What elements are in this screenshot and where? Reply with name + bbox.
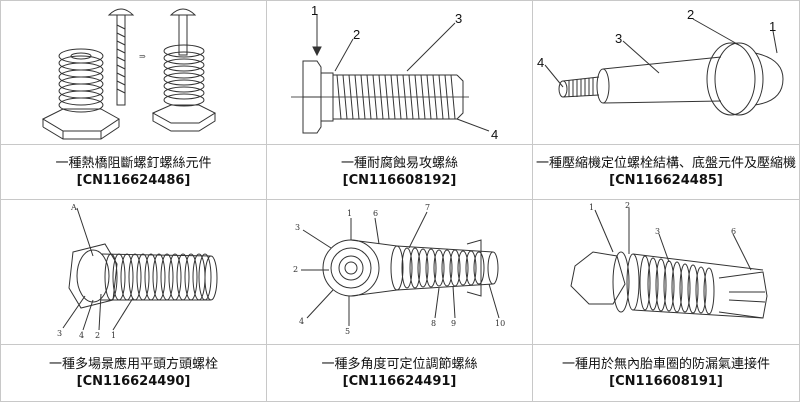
- patent-title-2: 一種耐腐蝕易攻螺絲: [341, 155, 458, 172]
- fig6-label-2: 2: [625, 201, 630, 210]
- patent-figure-1: ⇒: [1, 1, 267, 145]
- patent-number-2: [CN116608192]: [343, 172, 457, 189]
- bolt-drawing-5: 1 6 7 3 2 4 5 8 9 10: [267, 200, 533, 345]
- patent-number-5: [CN116624491]: [343, 373, 457, 390]
- fig3-label-1: 1: [769, 19, 776, 34]
- fig5-label-7: 7: [425, 203, 430, 212]
- patent-caption-3: 一種壓縮機定位螺栓結構、底盤元件及壓縮機 [CN116624485]: [533, 145, 799, 200]
- svg-text:⇒: ⇒: [139, 52, 146, 61]
- fig2-label-1: 1: [311, 3, 318, 18]
- fig4-label-3: 3: [57, 329, 62, 338]
- patent-caption-5: 一種多角度可定位調節螺絲 [CN116624491]: [267, 345, 533, 401]
- patent-caption-1: 一種熱橋阻斷螺釘螺絲元件 [CN116624486]: [1, 145, 267, 200]
- fig6-label-6: 6: [731, 227, 736, 236]
- fig5-label-4: 4: [299, 317, 304, 326]
- fig4-label-2: 2: [95, 331, 100, 340]
- patent-caption-2: 一種耐腐蝕易攻螺絲 [CN116608192]: [267, 145, 533, 200]
- patent-title-5: 一種多角度可定位調節螺絲: [321, 356, 477, 373]
- fig2-label-4: 4: [491, 127, 498, 142]
- fig5-label-8: 8: [431, 319, 436, 328]
- patent-number-4: [CN116624490]: [77, 373, 191, 390]
- fig5-label-1: 1: [347, 209, 352, 218]
- bolt-drawing-2: 1 2 3 4: [267, 1, 533, 145]
- patent-title-6: 一種用於無內胎車圈的防漏氣連接件: [562, 356, 770, 373]
- patent-title-1: 一種熱橋阻斷螺釘螺絲元件: [55, 155, 211, 172]
- fig3-label-2: 2: [687, 7, 694, 22]
- fig6-label-1: 1: [589, 203, 594, 212]
- patent-figure-5: 1 6 7 3 2 4 5 8 9 10: [267, 200, 533, 345]
- fig4-label-4: 4: [79, 331, 84, 340]
- patent-figure-6: 1 2 3 6: [533, 200, 799, 345]
- fig4-label-1: 1: [111, 331, 116, 340]
- fig4-label-a: A: [70, 203, 77, 212]
- fig5-label-6: 6: [373, 209, 378, 218]
- fig2-label-3: 3: [455, 11, 462, 26]
- patent-number-6: [CN116608191]: [609, 373, 723, 390]
- fig3-label-4: 4: [537, 55, 544, 70]
- bolt-drawing-1: ⇒: [1, 1, 267, 145]
- patent-figure-3: 2 3 4 1: [533, 1, 799, 145]
- fig6-label-3: 3: [655, 227, 660, 236]
- fig5-label-3: 3: [295, 223, 300, 232]
- patent-number-3: [CN116624485]: [609, 172, 723, 189]
- patent-figure-2: 1 2 3 4: [267, 1, 533, 145]
- patent-figure-4: A 3 4 2 1: [1, 200, 267, 345]
- patent-caption-4: 一種多場景應用平頭方頭螺栓 [CN116624490]: [1, 345, 267, 401]
- fig5-label-10: 10: [495, 319, 505, 328]
- fig5-label-9: 9: [451, 319, 456, 328]
- patent-caption-6: 一種用於無內胎車圈的防漏氣連接件 [CN116608191]: [533, 345, 799, 401]
- fig5-label-2: 2: [293, 265, 298, 274]
- patent-title-3: 一種壓縮機定位螺栓結構、底盤元件及壓縮機: [536, 155, 796, 172]
- bolt-drawing-6: 1 2 3 6: [533, 200, 799, 345]
- fig2-label-2: 2: [353, 27, 360, 42]
- patent-number-1: [CN116624486]: [77, 172, 191, 189]
- bolt-drawing-4: A 3 4 2 1: [1, 200, 267, 345]
- fig3-label-3: 3: [615, 31, 622, 46]
- bolt-drawing-3: 2 3 4 1: [533, 1, 799, 145]
- patent-title-4: 一種多場景應用平頭方頭螺栓: [49, 356, 218, 373]
- fig5-label-5: 5: [345, 327, 350, 336]
